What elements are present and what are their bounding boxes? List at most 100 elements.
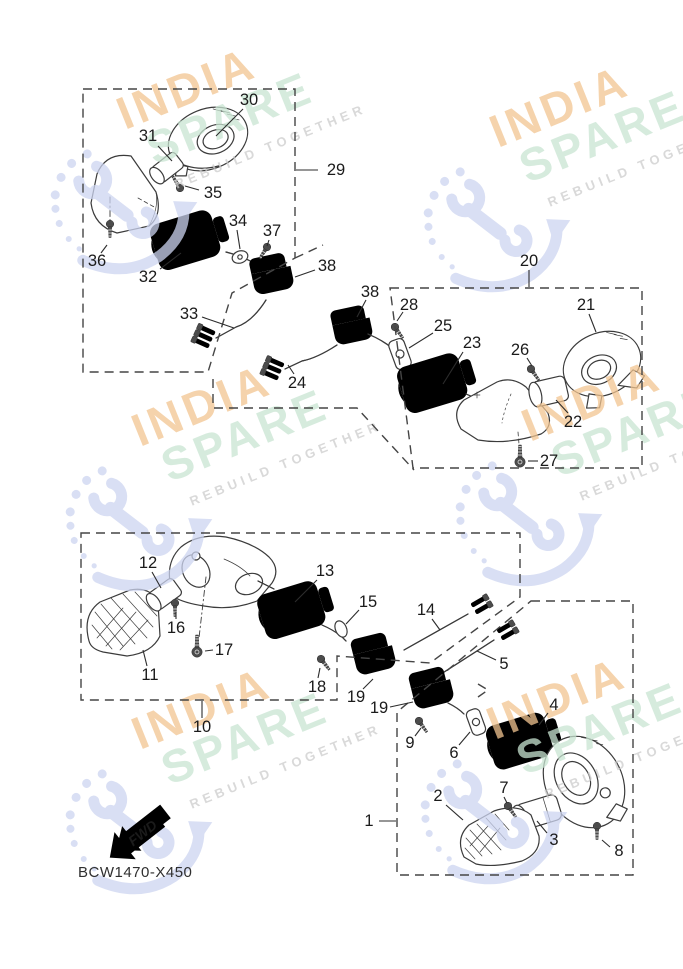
- part-label-3: 3: [549, 831, 558, 849]
- lens-11: [86, 588, 161, 657]
- group-box-10: [80, 532, 521, 701]
- part-label-31: 31: [139, 127, 157, 145]
- leader-line-38: [294, 269, 316, 278]
- leader-line-13: [294, 579, 318, 603]
- fwd-arrow: FWD: [109, 804, 171, 860]
- figure-code: BCW1470-X450: [78, 864, 192, 881]
- wire-connector-5: [495, 619, 520, 642]
- collar-6: [465, 708, 487, 736]
- part-label-36: 36: [88, 252, 106, 270]
- leader-line-3: [536, 820, 548, 834]
- stay-washer-15: [334, 620, 348, 638]
- leader-line-28: [396, 311, 404, 322]
- bracket-38: [248, 251, 296, 296]
- screw-18: [315, 653, 333, 673]
- part-label-17: 17: [215, 641, 233, 659]
- leader-line-36: [100, 244, 108, 254]
- screw-27: [514, 444, 526, 468]
- part-label-5: 5: [499, 655, 508, 673]
- leader-line-21: [588, 313, 597, 333]
- part-label-12: 12: [139, 554, 157, 572]
- part-label-2: 2: [433, 787, 442, 805]
- part-label-35: 35: [204, 184, 222, 202]
- part-label-19: 19: [347, 688, 365, 706]
- connector-dash-chevron: [477, 683, 490, 698]
- leader-line-34: [236, 229, 241, 250]
- screw-16: [170, 598, 180, 617]
- part-label-13: 13: [316, 562, 334, 580]
- leader-line-11: [142, 649, 148, 667]
- part-label-7: 7: [499, 779, 508, 797]
- leader-line-8: [601, 839, 611, 848]
- part-label-26: 26: [511, 341, 529, 359]
- bracket-38b: [329, 303, 374, 346]
- part-label-37: 37: [263, 222, 281, 240]
- part-label-34: 34: [229, 212, 247, 230]
- connector-dash-upper: [294, 244, 324, 259]
- bulb-12: [145, 578, 183, 612]
- part-label-24: 24: [288, 374, 306, 392]
- leader-line-5: [476, 650, 497, 661]
- part-label-4: 4: [549, 696, 558, 714]
- screw-9: [413, 715, 431, 735]
- leader-line-38: [356, 299, 367, 318]
- leader-line-19: [389, 701, 414, 708]
- part-label-22: 22: [564, 413, 582, 431]
- leader-line-15: [345, 609, 360, 625]
- part-label-32: 32: [139, 268, 157, 286]
- part-label-21: 21: [577, 296, 595, 314]
- part-label-6: 6: [449, 744, 458, 762]
- screw-8: [592, 821, 602, 840]
- leader-line-22: [555, 399, 569, 414]
- stay-washer-34: [231, 250, 249, 264]
- leader-line-14: [431, 618, 441, 631]
- bracket-19a: [349, 630, 398, 677]
- leader-line-4: [538, 712, 549, 726]
- part-label-11: 11: [141, 666, 158, 684]
- part-label-8: 8: [614, 842, 623, 860]
- leader-line-31: [157, 145, 173, 162]
- part-label-19: 19: [370, 699, 388, 717]
- leader-line-17: [204, 649, 214, 652]
- part-label-27: 27: [540, 452, 558, 470]
- screw-28: [389, 321, 407, 341]
- part-label-15: 15: [359, 593, 377, 611]
- part-label-20: 20: [520, 252, 538, 270]
- leader-line-32: [159, 252, 182, 270]
- part-label-1: 1: [364, 812, 373, 830]
- part-label-25: 25: [434, 317, 452, 335]
- part-label-9: 9: [405, 734, 414, 752]
- part-label-30: 30: [240, 91, 258, 109]
- part-label-33: 33: [180, 305, 198, 323]
- watermark-instance-6: [387, 614, 683, 899]
- leader-line-19: [362, 678, 374, 690]
- part-label-28: 28: [400, 296, 418, 314]
- part-label-10: 10: [193, 718, 211, 736]
- part-label-14: 14: [417, 601, 435, 619]
- group-boxes-layer: [80, 88, 643, 876]
- leader-line-24: [287, 364, 295, 375]
- assembly-turn-signal-3: [86, 535, 398, 677]
- part-label-29: 29: [327, 161, 345, 179]
- leader-line-33: [201, 316, 235, 329]
- leader-line-37: [266, 239, 270, 247]
- part-label-38: 38: [361, 283, 379, 301]
- leader-line-26: [526, 357, 533, 367]
- leader-line-23: [442, 351, 464, 385]
- part-label-23: 23: [463, 334, 481, 352]
- leader-line-35: [184, 185, 200, 191]
- leader-line-7: [503, 796, 508, 804]
- leader-line-18: [317, 667, 321, 679]
- watermark-layer: [17, 4, 683, 909]
- part-label-38: 38: [318, 257, 336, 275]
- leader-line-6: [458, 731, 471, 746]
- connector-dash-corridor: [212, 379, 415, 471]
- leader-line-30: [215, 108, 244, 137]
- mount-plate-25: [388, 337, 412, 371]
- leader-line-12: [151, 571, 162, 589]
- screw-26: [525, 363, 543, 383]
- part-label-18: 18: [308, 678, 326, 696]
